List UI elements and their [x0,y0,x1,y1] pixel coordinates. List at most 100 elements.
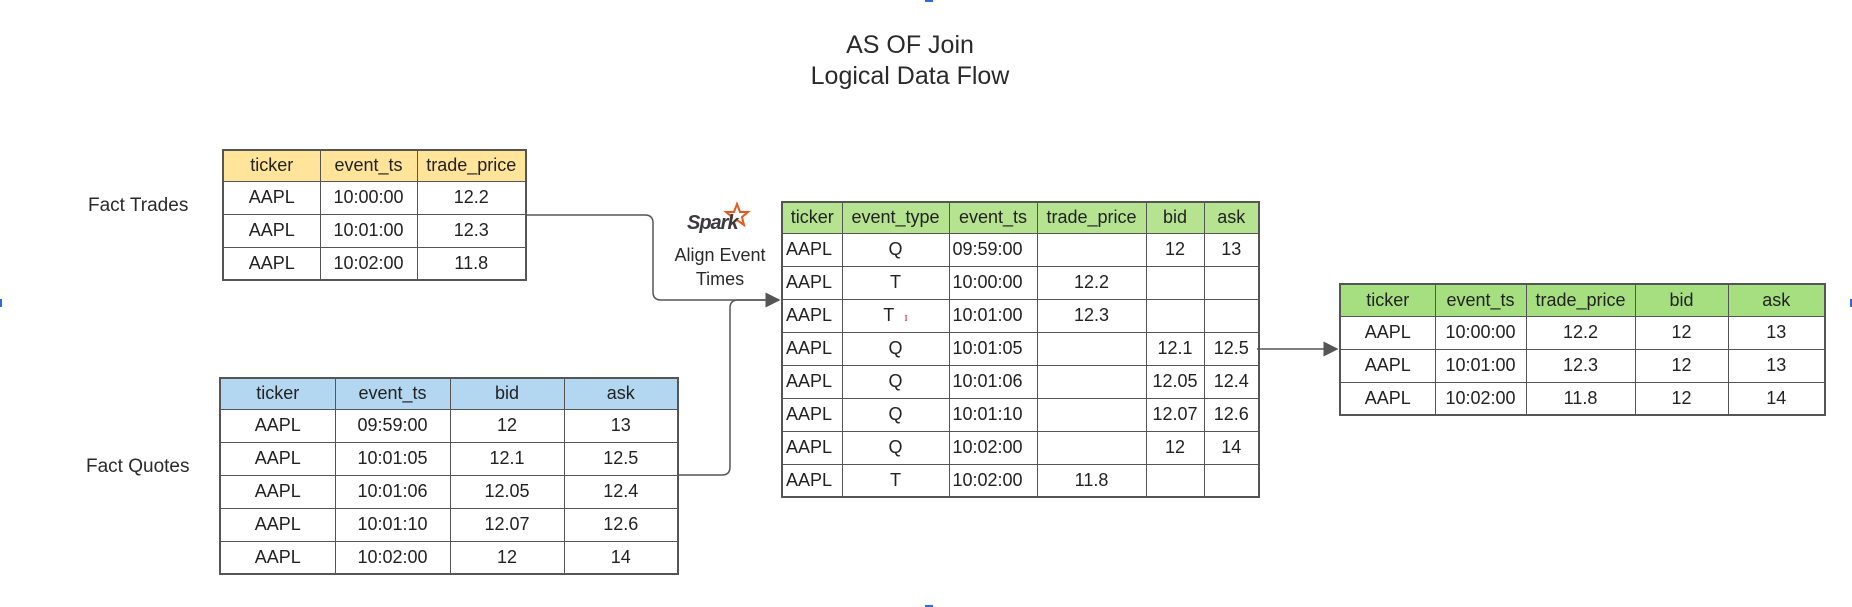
table-cell: AAPL [222,246,321,281]
table-cell: 12 [1145,232,1205,267]
column-header: event_ts [334,377,451,410]
table-cell [1203,463,1260,498]
table-row: AAPL Q 09:59:00 12 13 [781,232,1260,267]
column-header: bid [1634,283,1729,317]
table-cell: AAPL [1339,381,1436,416]
table-cell: 12.5 [1203,331,1260,366]
table-row: AAPL 10:00:00 12.2 12 13 [1339,315,1826,350]
table-row: AAPL 09:59:00 12 13 [219,408,679,443]
table-cell: 10:02:00 [1434,381,1527,416]
table-cell: Q [841,430,950,465]
table-cell: 12.2 [1525,315,1636,350]
table-cell: AAPL [1339,348,1436,383]
table-cell [1145,265,1205,300]
table-cell: 12 [1634,315,1729,350]
table-cell: Q [841,397,950,432]
column-header: trade_price [416,149,527,182]
table-cell: Q [841,232,950,267]
column-header: ticker [781,201,843,234]
selection-handle-right[interactable] [1850,299,1852,307]
table-cell: AAPL [222,180,321,215]
table-cell: 11.8 [1036,463,1147,498]
spark-logo: Spark [685,200,755,240]
table-row: AAPL Q 10:01:05 12.1 12.5 [781,331,1260,366]
selection-handle-left[interactable] [0,299,2,307]
table-row: AAPL 10:01:05 12.1 12.5 [219,441,679,476]
table-row: AAPL 10:01:00 12.3 12 13 [1339,348,1826,383]
table-cell: 10:01:06 [948,364,1038,399]
align-event-times-label: Align Event Times [674,245,766,289]
fact-quotes-table: ticker event_ts bid ask AAPL 09:59:00 12… [219,377,679,575]
column-header: event_ts [948,201,1038,234]
table-cell: 10:02:00 [948,463,1038,498]
trades-to-aligned-connector [525,214,781,308]
table-row: AAPL 10:02:00 12 14 [219,540,679,575]
fact-trades-label: Fact Trades [88,195,189,216]
table-header-row: ticker event_ts bid ask [219,377,679,410]
table-cell: 12.5 [563,441,679,476]
column-header: ticker [222,149,321,182]
table-cell: 12.3 [416,213,527,248]
table-cell [1036,364,1147,399]
table-row: AAPL Q 10:01:10 12.07 12.6 [781,397,1260,432]
table-cell: 10:00:00 [319,180,418,215]
table-cell: 10:00:00 [948,265,1038,300]
table-cell [1145,298,1205,333]
table-cell: 12 [1145,430,1205,465]
table-cell: 10:01:00 [1434,348,1527,383]
spark-star-icon [723,201,751,228]
table-cell: 10:02:00 [948,430,1038,465]
table-cell: 13 [1727,348,1826,383]
table-cell: 12.6 [563,507,679,542]
table-cell: 14 [1203,430,1260,465]
result-table: ticker event_ts trade_price bid ask AAPL… [1339,283,1826,416]
column-header: event_ts [1434,283,1527,317]
table-row: AAPL 10:01:10 12.07 12.6 [219,507,679,542]
table-header-row: ticker event_ts trade_price [222,149,527,182]
table-cell: 12.4 [563,474,679,509]
column-header: bid [1145,201,1205,234]
column-header: trade_price [1036,201,1147,234]
aligned-events-table: ticker event_type event_ts trade_price b… [781,201,1260,498]
table-cell: 12.3 [1036,298,1147,333]
table-cell: 12 [449,408,565,443]
table-cell: AAPL [781,430,843,465]
column-header: event_ts [319,149,418,182]
table-cell: AAPL [781,298,843,333]
table-cell: AAPL [219,441,336,476]
table-cell: 12.2 [416,180,527,215]
table-cell: Q [841,331,950,366]
column-header: ask [1727,283,1826,317]
table-cell: 10:00:00 [1434,315,1527,350]
table-cell: T [841,463,950,498]
table-cell: 12.4 [1203,364,1260,399]
table-row: AAPL 10:01:00 12.3 [222,213,527,248]
table-cell: AAPL [222,213,321,248]
selection-handle-bottom[interactable] [925,605,933,607]
table-cell: 10:01:10 [948,397,1038,432]
table-cell [1203,298,1260,333]
table-cell: 10:02:00 [334,540,451,575]
table-cell: 10:01:00 [948,298,1038,333]
table-cell: AAPL [219,408,336,443]
table-cell: AAPL [219,540,336,575]
table-cell: AAPL [781,265,843,300]
column-header: ticker [219,377,336,410]
table-cell: 11.8 [1525,381,1636,416]
text-cursor-icon: ɪ [904,309,908,324]
table-cell: 13 [563,408,679,443]
selection-handle-top[interactable] [925,0,933,2]
table-cell: AAPL [781,364,843,399]
table-cell: 12.05 [1145,364,1205,399]
table-header-row: ticker event_ts trade_price bid ask [1339,283,1826,317]
table-cell: 09:59:00 [334,408,451,443]
table-cell: 12 [1634,348,1729,383]
column-header: ticker [1339,283,1436,317]
fact-quotes-label: Fact Quotes [86,456,190,477]
table-row: AAPL 10:00:00 12.2 [222,180,527,215]
table-cell: 09:59:00 [948,232,1038,267]
table-cell [1036,331,1147,366]
